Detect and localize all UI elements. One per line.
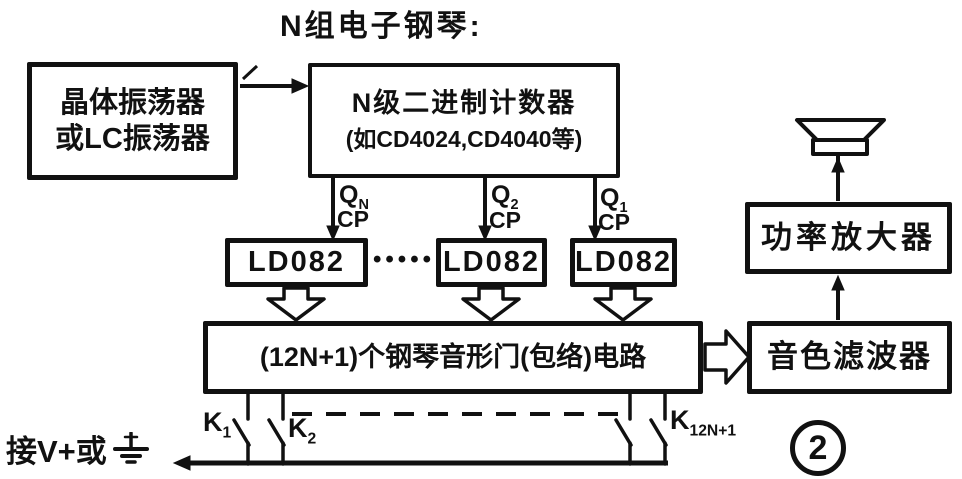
ld082-label: LD082 [247, 246, 346, 279]
q-base: Q [491, 181, 511, 209]
output-label-qn: QN [339, 181, 369, 213]
q-base: Q [600, 184, 620, 212]
k-sub: 2 [307, 430, 317, 448]
key-switch-2 [267, 392, 286, 466]
k-sub: 1 [222, 424, 232, 442]
oscillator-label-line2: 或LC振荡器 [55, 123, 210, 155]
q-sub: 1 [619, 200, 628, 216]
tone-filter-box: 音色滤波器 [747, 321, 952, 394]
counter-output-arrow-q2 [478, 178, 492, 242]
bottom-note-text: 接V+或 [6, 434, 107, 469]
key-switch-1 [232, 392, 251, 466]
key-label-k1: K1 [203, 407, 231, 442]
k-base: K [670, 405, 690, 435]
key-label-k12n1: K12N+1 [670, 405, 736, 440]
ld082-box-3: LD082 [570, 238, 677, 287]
counter-box: N级二进制计数器 (如CD4024,CD4040等) [308, 63, 620, 178]
power-amp-label: 功率放大器 [761, 219, 936, 255]
tone-filter-label: 音色滤波器 [767, 339, 932, 375]
k-base: K [288, 413, 308, 443]
counter-label-line1: N级二进制计数器 [351, 88, 577, 119]
speaker-icon [795, 118, 886, 156]
block-right-arrow [703, 329, 751, 385]
earth-ground-icon [112, 431, 149, 464]
figure-number: 2 [808, 428, 828, 467]
q-sub: N [358, 197, 369, 213]
ld082-label: LD082 [574, 246, 673, 279]
q-base: Q [339, 181, 359, 209]
clock-label-3: CP [598, 209, 630, 235]
k-sub: 12N+1 [689, 422, 737, 440]
ellipsis-dots: ••••• [373, 246, 436, 273]
ld082-box-1: LD082 [225, 238, 368, 287]
block-down-arrow-1 [266, 286, 326, 322]
power-amp-box: 功率放大器 [745, 202, 952, 274]
figure-number-badge: 2 [790, 420, 846, 476]
k-base: K [203, 407, 223, 437]
output-label-q1: Q1 [600, 184, 628, 216]
bottom-note: 接V+或 [6, 426, 149, 471]
ld082-label: LD082 [442, 246, 541, 279]
bottom-bus-line [172, 455, 668, 471]
counter-output-arrow-qn [326, 178, 340, 242]
key-label-k2: K2 [288, 413, 316, 448]
counter-output-arrow-q1 [588, 178, 602, 242]
ld082-box-2: LD082 [436, 238, 547, 287]
stray-mark [241, 64, 259, 81]
key-switch-3 [614, 392, 633, 466]
diagram-title: N组电子钢琴: [280, 10, 483, 43]
block-down-arrow-3 [593, 286, 653, 322]
gate-circuit-box: (12N+1)个钢琴音形门(包络)电路 [203, 321, 703, 394]
q-sub: 2 [510, 197, 519, 213]
clock-label-2: CP [489, 207, 521, 233]
counter-label-line2: (如CD4024,CD4040等) [345, 126, 583, 152]
filter-to-amp-arrow [831, 274, 845, 320]
osc-to-counter-arrow [240, 64, 310, 94]
gate-circuit-label: (12N+1)个钢琴音形门(包络)电路 [259, 341, 647, 372]
output-label-q2: Q2 [491, 181, 519, 213]
amp-to-speaker-arrow [831, 156, 845, 201]
key-switch-last [649, 392, 668, 466]
oscillator-box: 晶体振荡器 或LC振荡器 [27, 62, 238, 180]
block-down-arrow-2 [461, 286, 521, 322]
clock-label-1: CP [337, 206, 369, 232]
oscillator-label-line1: 晶体振荡器 [59, 86, 205, 119]
